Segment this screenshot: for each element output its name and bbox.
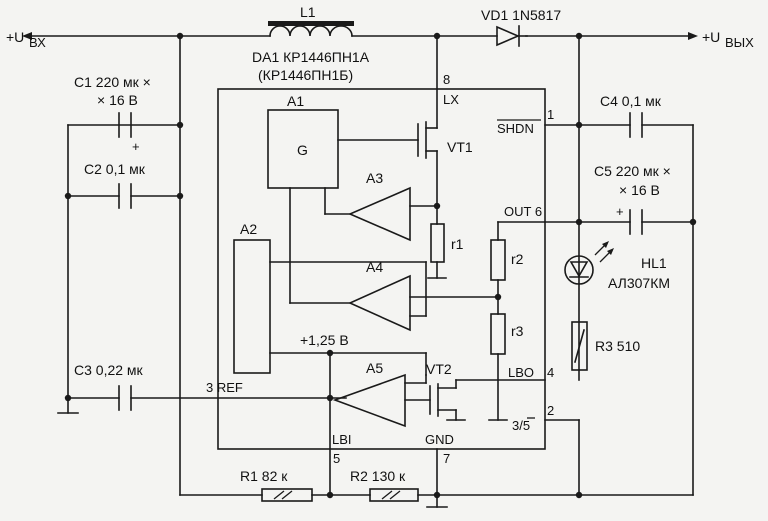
label-c5-2: × 16 В bbox=[619, 182, 660, 198]
label-pin2: 2 bbox=[547, 403, 554, 418]
uout-arrow bbox=[688, 32, 698, 40]
label-lbo: LBO bbox=[508, 365, 534, 380]
label-a4: A4 bbox=[366, 259, 383, 275]
label-lx: LX bbox=[443, 92, 459, 107]
transistor-vt2 bbox=[429, 379, 546, 421]
label-shdn: SHDN bbox=[497, 121, 534, 136]
ic-outline-da1 bbox=[217, 88, 546, 450]
label-pin3ref: 3 REF bbox=[206, 380, 243, 395]
resistor-rr1 bbox=[261, 488, 313, 502]
cap-c4 bbox=[544, 112, 694, 138]
label-pin7: 7 bbox=[443, 451, 450, 466]
resistor-rr2 bbox=[369, 488, 419, 502]
label-hl1-2: АЛ307КМ bbox=[608, 275, 670, 291]
comparator-a4 bbox=[348, 274, 411, 332]
cap-c5 bbox=[544, 209, 694, 235]
top-wires bbox=[22, 32, 698, 40]
label-pin4: 4 bbox=[547, 365, 554, 380]
label-uin: +U bbox=[6, 29, 24, 45]
label-r1: r1 bbox=[451, 236, 464, 252]
label-l1: L1 bbox=[300, 4, 316, 20]
resistor-r1 bbox=[430, 223, 445, 263]
label-vt1: VT1 bbox=[447, 139, 473, 155]
junction-dots bbox=[64, 32, 697, 499]
label-a2: A2 bbox=[240, 221, 257, 237]
label-c2: C2 0,1 мк bbox=[84, 161, 146, 177]
label-gnd: GND bbox=[425, 432, 454, 447]
label-da1-2: (КР1446ПН1Б) bbox=[258, 67, 353, 83]
label-r3-510: R3 510 bbox=[595, 338, 640, 354]
label-uout-sub: ВЫХ bbox=[725, 35, 754, 50]
label-pin35: 3/5 bbox=[512, 418, 530, 433]
label-rr1: R1 82 к bbox=[240, 468, 288, 484]
label-vd1: VD1 1N5817 bbox=[481, 7, 561, 23]
label-uout: +U bbox=[702, 29, 720, 45]
label-c4: C4 0,1 мк bbox=[600, 93, 662, 109]
label-r3: r3 bbox=[511, 323, 524, 339]
label-c1-plus: + bbox=[132, 139, 140, 154]
label-da1-1: DA1 КР1446ПН1А bbox=[252, 49, 370, 65]
label-c1-1: C1 220 мк × bbox=[74, 74, 151, 90]
uin-arrow bbox=[22, 32, 32, 40]
label-ref125: +1,25 В bbox=[300, 332, 349, 348]
comparator-a5 bbox=[332, 373, 406, 428]
label-r2: r2 bbox=[511, 251, 524, 267]
block-a2-reference bbox=[233, 239, 271, 374]
block-a1-generator bbox=[267, 109, 339, 189]
label-a1: A1 bbox=[287, 93, 304, 109]
led-hl1 bbox=[564, 241, 614, 285]
label-c5-1: C5 220 мк × bbox=[594, 163, 671, 179]
label-rr2: R2 130 к bbox=[350, 468, 406, 484]
resistor-r2 bbox=[490, 239, 506, 281]
label-out6: OUT 6 bbox=[504, 204, 542, 219]
label-hl1-1: HL1 bbox=[641, 255, 667, 271]
label-a5: A5 bbox=[366, 360, 383, 376]
cap-c3 bbox=[67, 385, 347, 411]
transistor-vt1 bbox=[337, 35, 438, 225]
label-pin8: 8 bbox=[443, 72, 450, 87]
label-c3: C3 0,22 мк bbox=[74, 362, 144, 378]
comparator-a3 bbox=[347, 186, 411, 242]
label-pin1: 1 bbox=[547, 107, 554, 122]
label-uin-sub: ВХ bbox=[29, 35, 46, 50]
cap-c1-c2 bbox=[57, 112, 181, 414]
label-c5-plus: + bbox=[616, 204, 624, 219]
label-c1-2: × 16 В bbox=[97, 92, 138, 108]
label-pin5: 5 bbox=[333, 451, 340, 466]
resistor-r3 bbox=[490, 313, 506, 355]
label-g: G bbox=[297, 142, 308, 158]
label-a3: A3 bbox=[366, 170, 383, 186]
inductor-l1 bbox=[268, 21, 354, 37]
label-vt2: VT2 bbox=[426, 361, 452, 377]
label-lbi: LBI bbox=[332, 432, 352, 447]
diode-vd1 bbox=[496, 25, 528, 47]
